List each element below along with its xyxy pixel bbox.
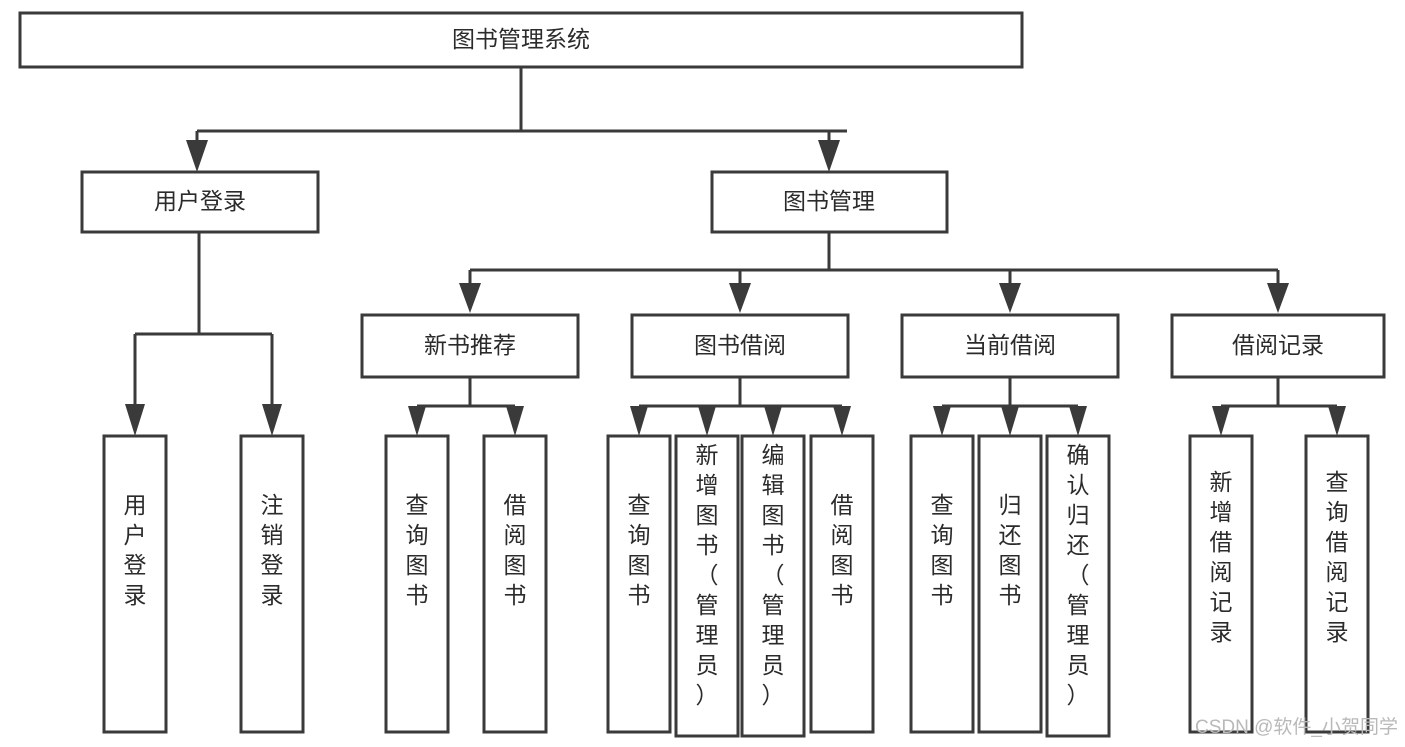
node-user-login-label: 用户登录 — [154, 188, 246, 214]
node-leaf-query-book-2-label: 查询图书 — [628, 492, 651, 608]
node-leaf-add-book-label: 新增图书（管理员） — [696, 442, 719, 708]
arrow-head-leaf-confirm-return — [1069, 406, 1087, 436]
arrow-head-user-login — [186, 140, 208, 172]
arrow-head-leaf-query-record — [1328, 406, 1346, 436]
node-leaf-borrow-book-1[interactable]: 借阅图书 — [482, 434, 548, 734]
node-leaf-return-book-label: 归还图书 — [999, 492, 1022, 608]
arrow-head-leaf-query-book-3 — [933, 406, 951, 436]
node-leaf-query-book-3-box[interactable] — [909, 434, 975, 734]
arrow-head-book-borrow — [729, 283, 751, 313]
node-leaf-query-book-3[interactable]: 查询图书 — [909, 434, 975, 734]
node-leaf-edit-book-label: 编辑图书（管理员） — [762, 442, 785, 708]
node-leaf-query-book-1[interactable]: 查询图书 — [384, 434, 450, 734]
node-user-login[interactable]: 用户登录 — [80, 170, 320, 234]
arrow-head-leaf-borrow-book-1 — [506, 406, 524, 436]
node-leaf-user-logout-label: 注销登录 — [261, 492, 284, 608]
node-book-borrow[interactable]: 图书借阅 — [630, 313, 850, 379]
node-leaf-query-book-1-label: 查询图书 — [406, 492, 429, 608]
arrow-head-book-manage — [818, 140, 840, 172]
node-leaf-confirm-return-box[interactable] — [1045, 434, 1111, 738]
arrow-head-leaf-user-logout — [262, 404, 282, 436]
node-leaf-user-login[interactable]: 用户登录 — [102, 434, 168, 734]
node-leaf-borrow-book-2-label: 借阅图书 — [831, 492, 854, 608]
node-leaf-confirm-return-label: 确认归还（管理员） — [1067, 442, 1090, 708]
node-leaf-borrow-book-2[interactable]: 借阅图书 — [809, 434, 875, 734]
node-leaf-edit-book-box[interactable] — [740, 434, 806, 738]
node-leaf-query-book-3-label: 查询图书 — [931, 492, 954, 608]
node-leaf-add-book[interactable]: 新增图书（管理员） — [674, 434, 740, 738]
node-leaf-add-record-box[interactable] — [1188, 434, 1254, 734]
watermark-label: CSDN @软件_小贺同学 — [1195, 716, 1398, 738]
arrow-head-leaf-return-book — [1001, 406, 1019, 436]
node-leaf-query-book-2[interactable]: 查询图书 — [606, 434, 672, 734]
node-book-manage-box[interactable] — [710, 170, 949, 234]
node-leaf-confirm-return[interactable]: 确认归还（管理员） — [1045, 434, 1111, 738]
node-book-manage-label: 图书管理 — [783, 188, 875, 214]
node-leaf-borrow-book-2-box[interactable] — [809, 434, 875, 734]
node-leaf-query-record[interactable]: 查询借阅记录 — [1304, 434, 1370, 734]
node-leaf-user-logout-box[interactable] — [239, 434, 305, 734]
node-borrow-record[interactable]: 借阅记录 — [1170, 313, 1386, 379]
node-book-borrow-label: 图书借阅 — [694, 332, 786, 358]
arrow-head-leaf-query-book-1 — [408, 406, 426, 436]
node-leaf-user-logout[interactable]: 注销登录 — [239, 434, 305, 734]
node-leaf-borrow-book-1-box[interactable] — [482, 434, 548, 734]
arrow-head-leaf-borrow-book-2 — [833, 406, 851, 436]
node-leaf-return-book-box[interactable] — [977, 434, 1043, 734]
node-current-borrow[interactable]: 当前借阅 — [900, 313, 1120, 379]
node-root-box[interactable] — [18, 11, 1024, 69]
node-new-book-recommend[interactable]: 新书推荐 — [360, 313, 580, 379]
node-book-manage[interactable]: 图书管理 — [710, 170, 949, 234]
node-new-book-recommend-label: 新书推荐 — [424, 332, 516, 358]
node-root-label: 图书管理系统 — [452, 26, 590, 52]
node-leaf-edit-book[interactable]: 编辑图书（管理员） — [740, 434, 806, 738]
node-leaf-add-record[interactable]: 新增借阅记录 — [1188, 434, 1254, 734]
node-leaf-user-login-box[interactable] — [102, 434, 168, 734]
node-current-borrow-label: 当前借阅 — [964, 332, 1056, 358]
node-root[interactable]: 图书管理系统 — [18, 11, 1024, 69]
arrow-head-leaf-add-book — [698, 406, 716, 436]
node-new-book-recommend-box[interactable] — [360, 313, 580, 379]
node-leaf-user-login-label: 用户登录 — [124, 492, 147, 608]
node-leaf-query-record-box[interactable] — [1304, 434, 1370, 734]
node-leaf-borrow-book-1-label: 借阅图书 — [504, 492, 527, 608]
node-leaf-query-book-1-box[interactable] — [384, 434, 450, 734]
node-leaf-return-book[interactable]: 归还图书 — [977, 434, 1043, 734]
arrow-head-leaf-edit-book — [764, 406, 782, 436]
node-leaf-add-book-box[interactable] — [674, 434, 740, 738]
node-leaf-add-record-label: 新增借阅记录 — [1210, 469, 1233, 645]
arrow-head-leaf-query-book-2 — [630, 406, 648, 436]
arrow-head-new-book-recommend — [459, 283, 481, 313]
node-current-borrow-box[interactable] — [900, 313, 1120, 379]
arrow-head-leaf-user-login — [125, 404, 145, 436]
node-leaf-query-book-2-box[interactable] — [606, 434, 672, 734]
connector-layer — [125, 67, 1346, 436]
arrow-head-current-borrow — [999, 283, 1021, 313]
node-borrow-record-label: 借阅记录 — [1232, 332, 1324, 358]
arrow-head-leaf-add-record — [1212, 406, 1230, 436]
node-leaf-query-record-label: 查询借阅记录 — [1326, 469, 1349, 645]
arrow-head-borrow-record — [1267, 283, 1289, 313]
node-borrow-record-box[interactable] — [1170, 313, 1386, 379]
node-user-login-box[interactable] — [80, 170, 320, 234]
node-book-borrow-box[interactable] — [630, 313, 850, 379]
